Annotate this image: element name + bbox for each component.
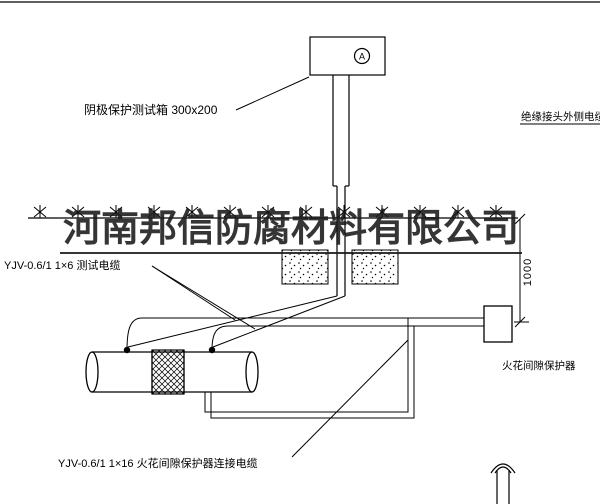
- test-cable-leader-lines: [151, 265, 256, 330]
- connection-cable-leader-line: [291, 339, 409, 458]
- protector-cables: [126, 317, 484, 419]
- test-post: [332, 75, 350, 296]
- ammeter-symbol: [353, 47, 371, 65]
- test-box: [309, 36, 386, 76]
- insulated-joint-cable-label: 绝缘接头外侧电缆: [521, 111, 600, 123]
- concrete-blocks: [281, 249, 399, 285]
- test-cables: [127, 295, 346, 348]
- test-box-label: 阴极保护测试箱 300x200: [84, 103, 218, 117]
- test-box-leader-line: [235, 76, 310, 111]
- spark-gap-protector-label: 火花间隙保护器: [502, 360, 576, 372]
- dimension-1000: [514, 213, 529, 328]
- ammeter-letter: A: [359, 52, 365, 62]
- company-watermark: 河南邦信防腐材料有限公司: [60, 206, 522, 254]
- dimension-1000-text: 1000: [522, 258, 534, 286]
- connection-cable-label: YJV-0.6/1 1×16 火花间隙保护器连接电缆: [58, 458, 258, 470]
- spark-gap-protector-box: [483, 305, 513, 343]
- test-cable-label: YJV-0.6/1 1×6 测试电缆: [4, 260, 121, 272]
- insulating-joint: [151, 349, 185, 395]
- riser-symbol: [490, 463, 516, 504]
